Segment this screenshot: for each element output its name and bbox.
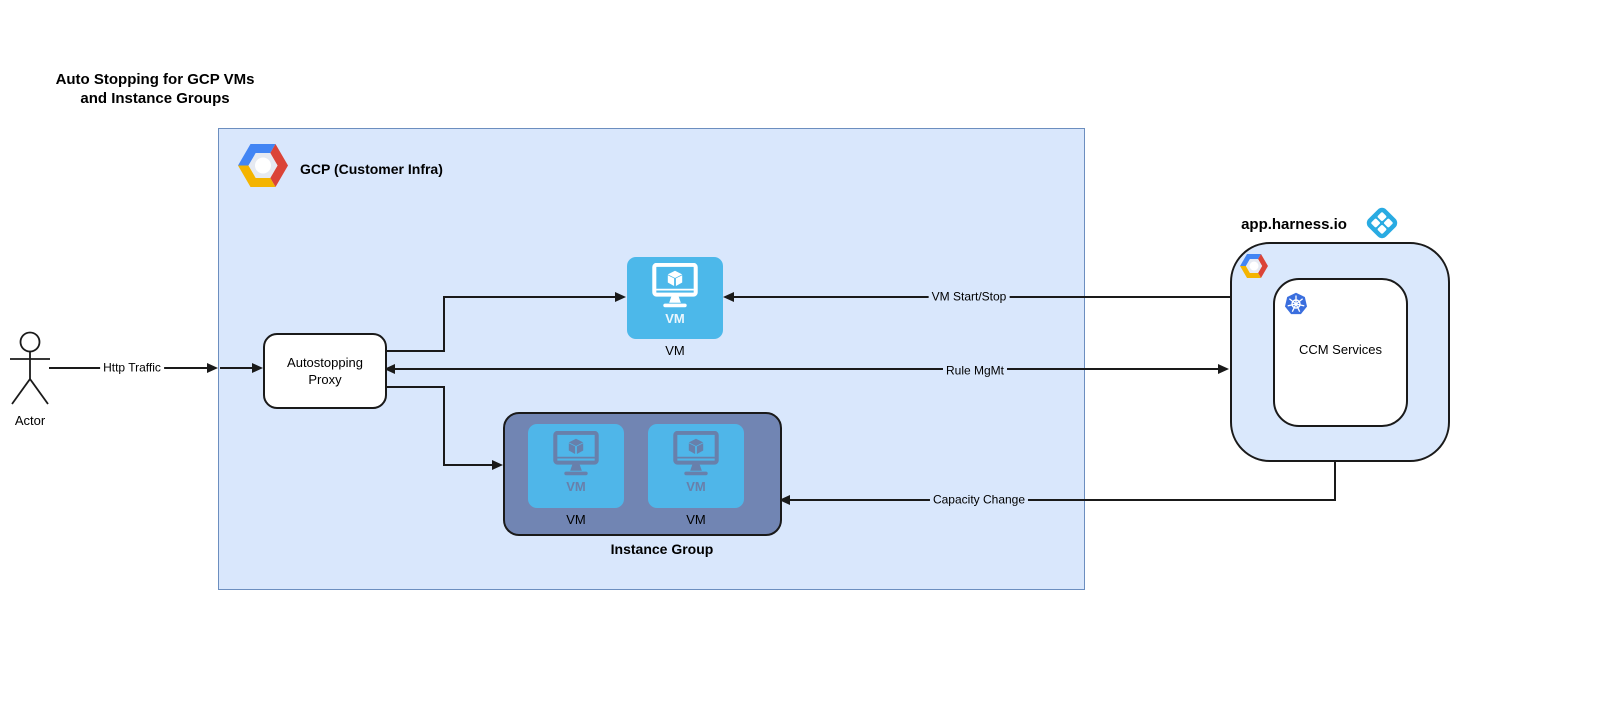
edge-capacity-change-line	[790, 499, 1336, 501]
edge-rule-mgmt-label: Rule MgMt	[942, 363, 1008, 379]
vm-node: VM	[627, 257, 723, 339]
ccm-services-label: CCM Services	[1298, 342, 1383, 357]
kubernetes-icon	[1284, 292, 1308, 315]
diagram-title: Auto Stopping for GCP VMs and Instance G…	[55, 71, 255, 107]
gcp-box-label: GCP (Customer Infra)	[300, 161, 443, 177]
edge-http-traffic-arrowhead	[207, 362, 218, 373]
ccm-services-box: CCM Services	[1273, 278, 1408, 427]
gcp-logo-small-icon	[1240, 254, 1268, 278]
harness-title: app.harness.io	[1241, 216, 1347, 233]
instance-group-label: Instance Group	[610, 541, 714, 557]
edge-proxy-to-vm-arrowhead	[615, 291, 626, 302]
edge-capacity-change-label: Capacity Change	[929, 492, 1029, 508]
actor-label: Actor	[14, 413, 46, 428]
harness-logo-icon	[1366, 207, 1398, 239]
edge-http-traffic-arrowhead	[252, 362, 263, 373]
edge-http-traffic-label: Http Traffic	[100, 360, 164, 376]
gcp-logo-icon	[238, 144, 288, 187]
edge-capacity-change-line	[1334, 458, 1336, 501]
edge-rule-mgmt-arrowhead	[384, 363, 395, 374]
edge-rule-mgmt-line	[394, 368, 1220, 370]
vm-monitor-icon	[553, 431, 599, 476]
edge-proxy-to-vm-line	[443, 296, 445, 352]
instance-group-vm-node: VM	[528, 424, 624, 508]
vm-monitor-icon	[652, 263, 698, 308]
vm-monitor-icon	[673, 431, 719, 476]
edge-proxy-to-group-line	[383, 386, 445, 388]
edge-proxy-to-group-line	[443, 386, 445, 466]
vm-node-label: VM	[665, 343, 685, 358]
edge-proxy-to-group-arrowhead	[492, 459, 503, 470]
instance-group-vm-node: VM	[648, 424, 744, 508]
vm-icon-text: VM	[665, 311, 685, 326]
edge-vm-start-stop-arrowhead	[723, 291, 734, 302]
actor-icon	[10, 331, 50, 405]
edge-proxy-to-group-line	[443, 464, 492, 466]
instance-group-box: VM VM VM VM	[503, 412, 782, 536]
edge-vm-start-stop-label: VM Start/Stop	[928, 289, 1010, 305]
edge-rule-mgmt-arrowhead	[1218, 363, 1229, 374]
autostopping-proxy-node: Autostopping Proxy	[263, 333, 387, 409]
edge-capacity-change-arrowhead	[779, 494, 790, 505]
edge-proxy-to-vm-line	[443, 296, 615, 298]
instance-group-vm-label: VM	[566, 512, 586, 527]
vm-icon-text: VM	[686, 479, 706, 494]
vm-icon-text: VM	[566, 479, 586, 494]
instance-group-vm-label: VM	[686, 512, 706, 527]
edge-http-traffic-line	[220, 367, 252, 369]
edge-proxy-to-vm-line	[383, 350, 445, 352]
